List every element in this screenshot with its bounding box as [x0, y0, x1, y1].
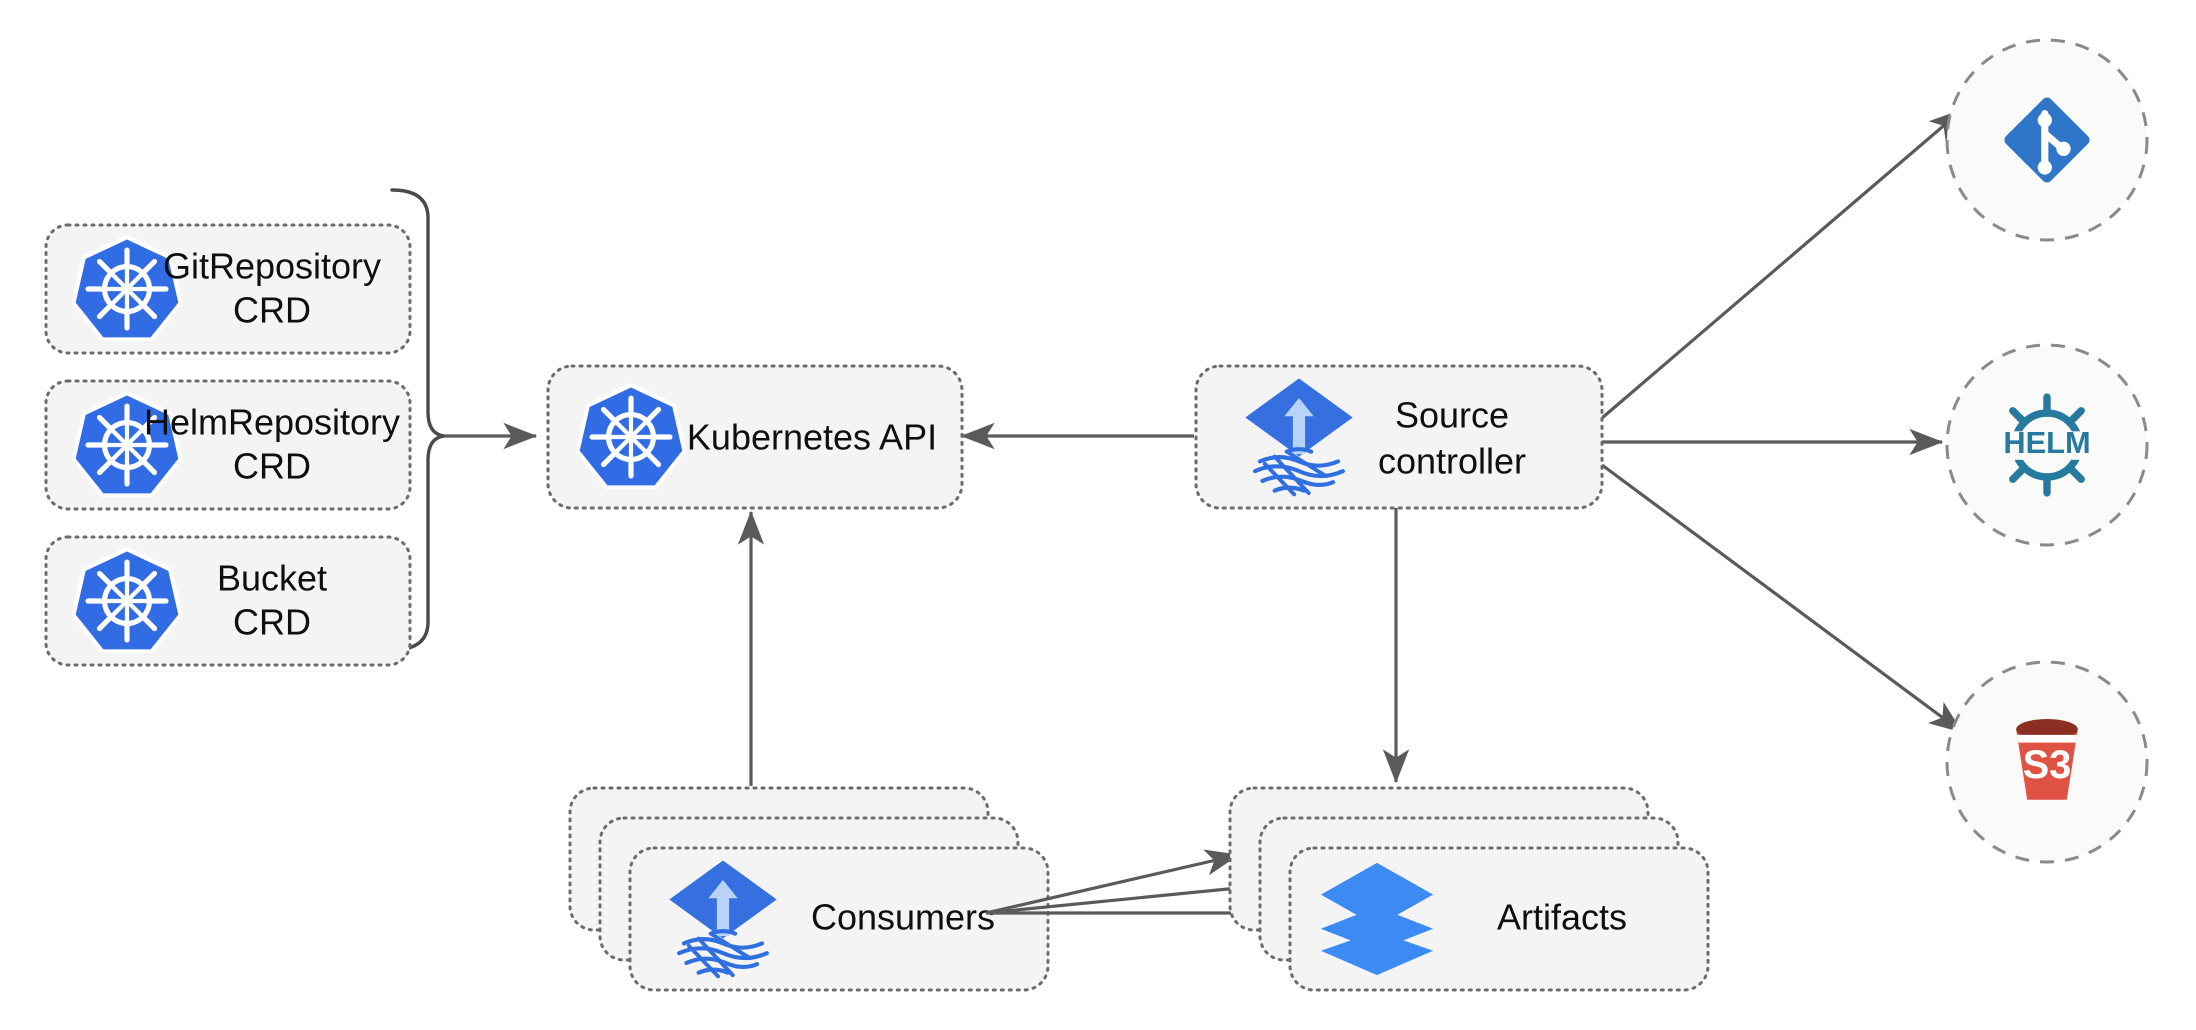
artifacts-label: Artifacts	[1497, 897, 1627, 938]
helm-source[interactable]	[1945, 343, 2149, 547]
source-controller-label-line2: controller	[1378, 441, 1526, 482]
edge-consumers-to-artifacts-2	[985, 875, 1270, 915]
crd-label-line2: CRD	[233, 602, 311, 643]
consumers[interactable]: Consumers	[568, 786, 1050, 992]
artifacts[interactable]: Artifacts	[1228, 786, 1710, 992]
bucket-crd[interactable]: Bucket CRD	[44, 535, 412, 667]
edge-source-controller-to-s3	[1601, 463, 1964, 734]
crd-label-line1: Bucket	[217, 558, 327, 599]
consumers-label: Consumers	[811, 897, 995, 938]
crd-label-line2: CRD	[233, 290, 311, 331]
git-source[interactable]	[1945, 38, 2149, 242]
s3-bucket-icon	[2016, 718, 2078, 800]
kubernetes-api[interactable]: Kubernetes API	[546, 364, 964, 510]
helm-icon	[2003, 397, 2090, 493]
crd-label-line1: HelmRepository	[144, 402, 400, 443]
edge-source-controller-to-git	[1600, 108, 1964, 420]
source-controller-label-line1: Source	[1395, 395, 1509, 436]
crd-label-line2: CRD	[233, 446, 311, 487]
source-controller[interactable]: Source controller	[1194, 364, 1604, 510]
crd-label-line1: GitRepository	[163, 246, 381, 287]
edge-consumers-to-artifacts-1	[985, 849, 1240, 915]
gitrepository-crd[interactable]: GitRepository CRD	[44, 223, 412, 355]
kubernetes-api-label: Kubernetes API	[687, 417, 937, 458]
s3-source[interactable]	[1945, 660, 2149, 864]
helmrepository-crd[interactable]: HelmRepository CRD	[44, 379, 412, 511]
